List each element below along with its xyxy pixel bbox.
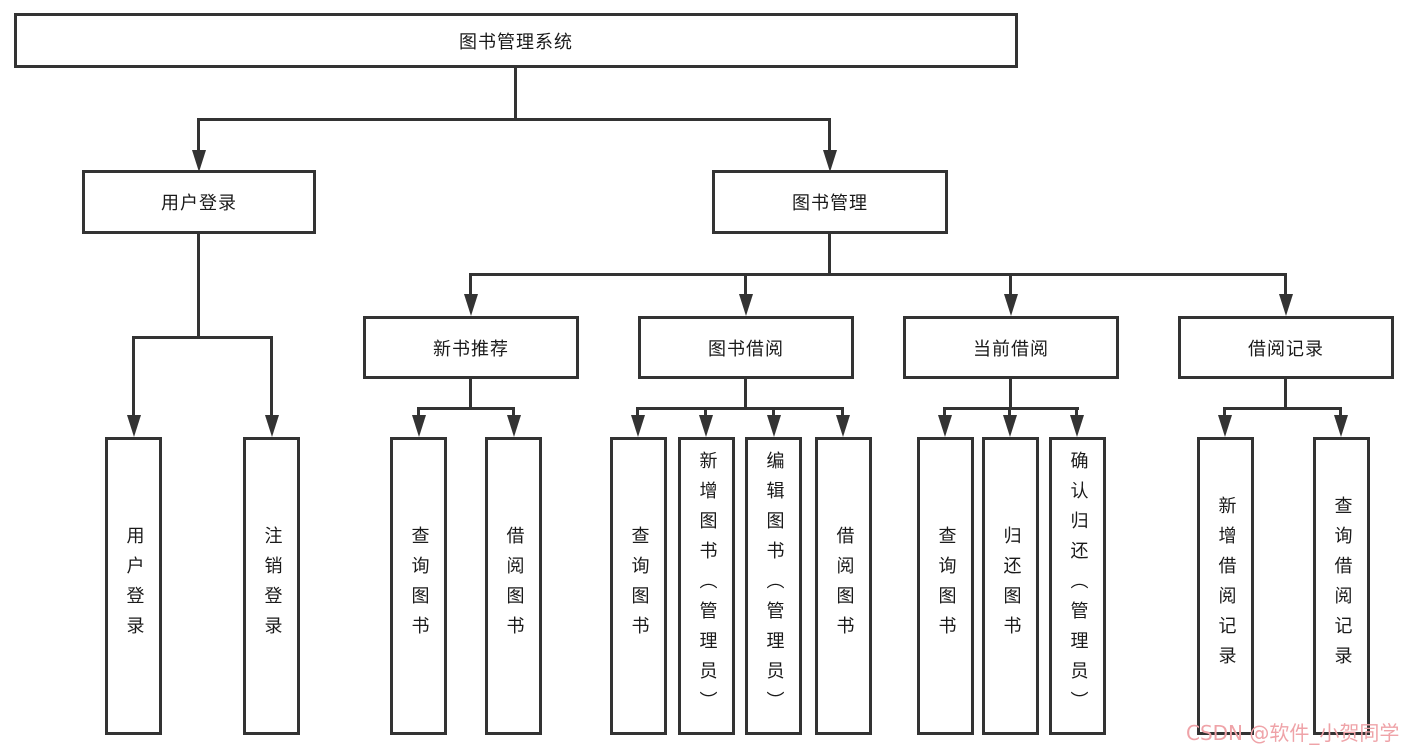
connector-book-management-split (469, 273, 1287, 276)
node-current-borrow: 当前借阅 (903, 316, 1119, 379)
arrowhead-down (1004, 294, 1018, 316)
arrowhead-down (1070, 415, 1084, 437)
connector-stub (636, 407, 639, 417)
leaf-confirm-return-admin: 确认归还（管理员） (1049, 437, 1106, 735)
connector-to-leaf-user-login (132, 336, 135, 417)
arrowhead-down (412, 415, 426, 437)
connector-borrow-records-split (1223, 407, 1342, 410)
arrowhead-down (699, 415, 713, 437)
leaf-add-book-admin: 新增图书（管理员） (678, 437, 735, 735)
leaf-query-books-recommend: 查询图书 (390, 437, 447, 735)
connector-user-login-stem (197, 234, 200, 336)
leaf-user-login: 用户登录 (105, 437, 162, 735)
arrowhead-down (127, 415, 141, 437)
arrowhead-down (265, 415, 279, 437)
node-book-management: 图书管理 (712, 170, 948, 234)
connector-stub (1075, 407, 1078, 417)
leaf-query-books-current: 查询图书 (917, 437, 974, 735)
node-book-borrow: 图书借阅 (638, 316, 854, 379)
connector-new-book-recommend-split (417, 407, 515, 410)
connector-stub (1339, 407, 1342, 417)
node-borrow-records: 借阅记录 (1178, 316, 1394, 379)
arrowhead-down (767, 415, 781, 437)
connector-stub (772, 407, 775, 417)
leaf-query-borrow-record: 查询借阅记录 (1313, 437, 1370, 735)
arrowhead-down (739, 294, 753, 316)
connector-to-user-login (197, 118, 200, 152)
arrowhead-down (631, 415, 645, 437)
connector-stub (704, 407, 707, 417)
connector-root-stem (514, 68, 517, 118)
watermark: CSDN @软件_小贺同学 (1186, 721, 1400, 745)
connector-borrow-records-stem (1284, 379, 1287, 410)
arrowhead-down (1334, 415, 1348, 437)
node-new-book-recommend: 新书推荐 (363, 316, 579, 379)
connector-stub (417, 407, 420, 417)
connector-to-book-borrow (744, 273, 747, 296)
connector-root-split (197, 118, 831, 121)
connector-to-leaf-logout (270, 336, 273, 417)
connector-stub (841, 407, 844, 417)
leaf-return-books: 归还图书 (982, 437, 1039, 735)
connector-book-borrow-stem (744, 379, 747, 410)
connector-new-book-recommend-stem (469, 379, 472, 410)
connector-current-borrow-stem (1009, 379, 1012, 410)
arrowhead-down (836, 415, 850, 437)
leaf-query-books-borrow: 查询图书 (610, 437, 667, 735)
arrowhead-down (1279, 294, 1293, 316)
arrowhead-down (192, 150, 206, 172)
connector-to-new-book-recommend (469, 273, 472, 296)
arrowhead-down (507, 415, 521, 437)
leaf-edit-book-admin: 编辑图书（管理员） (745, 437, 802, 735)
arrowhead-down (464, 294, 478, 316)
connector-to-current-borrow (1009, 273, 1012, 296)
connector-stub (943, 407, 946, 417)
connector-stub (1223, 407, 1226, 417)
node-user-login: 用户登录 (82, 170, 316, 234)
arrowhead-down (1003, 415, 1017, 437)
arrowhead-down (823, 150, 837, 172)
node-library-management-system: 图书管理系统 (14, 13, 1018, 68)
connector-book-management-stem (828, 234, 831, 275)
connector-current-borrow-split (943, 407, 1079, 410)
connector-stub (512, 407, 515, 417)
arrowhead-down (938, 415, 952, 437)
connector-to-borrow-records (1284, 273, 1287, 296)
leaf-borrow-books-recommend: 借阅图书 (485, 437, 542, 735)
arrowhead-down (1218, 415, 1232, 437)
leaf-add-borrow-record: 新增借阅记录 (1197, 437, 1254, 735)
connector-book-borrow-split (636, 407, 844, 410)
leaf-logout-login: 注销登录 (243, 437, 300, 735)
connector-stub (1008, 407, 1011, 417)
connector-to-book-management (828, 118, 831, 152)
leaf-borrow-books: 借阅图书 (815, 437, 872, 735)
connector-user-login-split (132, 336, 273, 339)
